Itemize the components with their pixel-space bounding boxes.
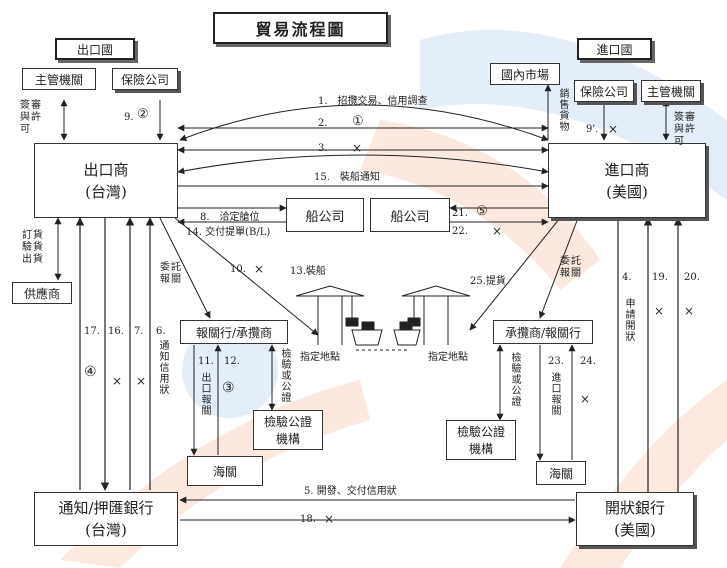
export-country-label: 出口國 [55,38,135,60]
step-16-label: 16. [108,326,124,337]
supplier-box: 供應商 [12,282,72,304]
issuing-bank-country: (美國) [614,521,656,539]
broker-left-box: 報關行/承攬商 [180,320,288,344]
step-20-label: 20. [684,272,700,283]
domestic-market-box: 國內市場 [490,63,560,85]
authority-right-box: 主管機關 [641,80,701,102]
importer-name: 進口商 [604,160,650,179]
import-country-label: 進口國 [577,38,652,60]
exporter-country: (台灣) [85,182,127,201]
step-21-label: 21. [452,208,468,219]
step-14-label: 14. 交付提單(B/L) [186,227,271,238]
supply-text: 訂貨驗貨出貨 [22,230,44,265]
step-11-label: 11. [198,356,214,367]
crane-right [393,285,471,346]
step-2-mark: ① [352,114,364,129]
step-18-label: 18. [300,514,316,525]
step-10-label: 10. [230,264,246,275]
mark-3: ③ [222,380,235,396]
step-9-label: 9. [124,112,134,123]
ship-company-left: 船公司 [286,198,364,232]
review-right-text: 簽審與許可 [674,112,696,147]
step-9p-mark: × [608,122,619,136]
step-20-mark: × [684,304,695,318]
step-8-label: 8. 洽定艙位 [200,212,260,223]
step-6-text: 通知信用狀 [157,340,168,395]
step-12-label: 12. [224,356,240,367]
step-19-label: 19. [652,272,668,283]
step-15-label: 15. 裝船通知 [314,172,380,183]
step-5-label: 5. 開發、交付信用狀 [304,486,397,497]
entrust-right-text: 委託報關 [560,256,582,279]
insurance-right-box: 保險公司 [574,80,634,102]
issuing-bank-name: 開狀銀行 [604,499,665,517]
mark-4: ④ [84,364,97,380]
step-25-label: 25.提貨 [470,276,506,287]
step-6-label: 6. [156,326,166,337]
step-23-label: 23. [548,356,564,367]
issuing-bank-box: 開狀銀行 (美國) [576,492,694,546]
step-4-label: 4. [622,272,632,283]
step-18-mark: × [324,512,335,526]
step-7-mark: × [136,374,147,388]
advising-bank-country: (台灣) [85,521,127,539]
exporter-name: 出口商 [83,160,129,179]
step-24-text: 檢驗或公證 [509,352,520,407]
step-11-text: 出口報關 [199,372,210,416]
port-left-label: 指定地點 [300,352,340,363]
insurance-left-box: 保險公司 [112,68,178,90]
step-4-text: 申請開狀 [623,298,634,342]
step-21-mark: ⑤ [476,204,488,219]
step-7-label: 7. [134,326,144,337]
step-2-label: 2. [318,118,328,129]
step-3-label: 3. [318,143,328,154]
importer-box: 進口商 (美國) [548,143,706,218]
crane-left [295,285,383,346]
inspection-left-box: 檢驗公證機構 [253,410,323,450]
authority-left-box: 主管機關 [22,68,96,90]
port-right-label: 指定地點 [428,352,468,363]
advising-bank-box: 通知/押匯銀行 (台灣) [34,492,178,546]
step-9p-label: 9'. [586,124,599,135]
step-13-label: 13.裝船 [290,266,326,277]
step-1-label: 1. 招攬交易、信用調查 [318,96,428,107]
step-3-mark: × [352,141,363,155]
step-22-label: 22. [452,226,468,237]
sales-text: 銷售貨物 [557,88,568,132]
entrust-left-text: 委託報關 [160,262,182,285]
step-19-mark: × [654,304,665,318]
step-23-text: 進口報關 [549,372,560,416]
customs-left-box: 海關 [187,456,263,486]
step-22-mark: × [492,224,503,238]
step-24-mark: × [580,392,591,406]
exporter-box: 出口商 (台灣) [34,143,178,218]
step-17-label: 17. [84,326,100,337]
step-24-label: 24. [580,356,596,367]
step-10-mark: × [254,262,265,276]
step-12-text: 檢驗或公證 [279,348,290,403]
importer-country: (美國) [606,182,648,201]
step-9-mark: ② [137,107,149,122]
advising-bank-name: 通知/押匯銀行 [58,499,154,517]
ship-company-right: 船公司 [370,198,450,232]
customs-right-box: 海關 [536,461,586,485]
broker-right-box: 承攬商/報關行 [493,320,593,344]
inspection-right-box: 檢驗公證機構 [446,420,516,460]
review-left-text: 簽審與許可 [20,100,42,135]
page-title: 貿易流程圖 [213,12,388,44]
step-16-mark: × [112,374,123,388]
